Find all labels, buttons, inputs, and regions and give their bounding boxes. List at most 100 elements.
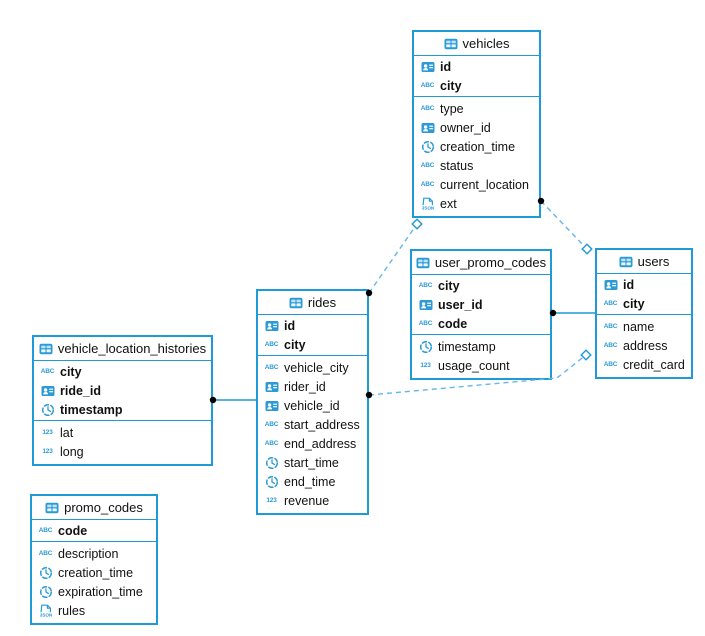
- num-icon: 123: [420, 362, 431, 369]
- table-row[interactable]: ABC start_address: [258, 415, 367, 434]
- abc-icon: ABC: [264, 364, 279, 371]
- table-row[interactable]: ABC city: [412, 276, 550, 295]
- abc-icon: ABC: [603, 361, 618, 368]
- table-row[interactable]: JSON rules: [32, 601, 156, 620]
- table-row[interactable]: ABC vehicle_city: [258, 358, 367, 377]
- abc-icon: ABC: [603, 323, 618, 330]
- table-header[interactable]: user_promo_codes: [412, 251, 550, 275]
- column-name: revenue: [284, 493, 330, 508]
- primary-key-section: ABC city user_id ABC code: [412, 275, 550, 335]
- table-row[interactable]: owner_id: [414, 118, 539, 137]
- table-header[interactable]: promo_codes: [32, 496, 156, 520]
- columns-section: timestamp 123 usage_count: [412, 335, 550, 378]
- table-title: rides: [307, 295, 337, 310]
- table-row[interactable]: rider_id: [258, 377, 367, 396]
- table-row[interactable]: 123 lat: [34, 423, 211, 442]
- abc-icon: ABC: [418, 320, 433, 327]
- id-badge-icon: [263, 380, 280, 394]
- table-header[interactable]: vehicles: [414, 32, 539, 56]
- column-name: credit_card: [623, 357, 685, 372]
- table-row[interactable]: ABC address: [597, 336, 691, 355]
- table-row[interactable]: creation_time: [32, 563, 156, 582]
- table-row[interactable]: end_time: [258, 472, 367, 491]
- table-row[interactable]: ABC city: [414, 76, 539, 95]
- entity-table-user-promo-codes[interactable]: user_promo_codes ABC city user_id ABC co…: [410, 249, 552, 380]
- table-row[interactable]: id: [597, 275, 691, 294]
- entity-table-vehicle-location-histories[interactable]: vehicle_location_histories ABC city ride…: [32, 335, 213, 466]
- table-row[interactable]: vehicle_id: [258, 396, 367, 415]
- column-name: id: [440, 59, 452, 74]
- column-name: code: [58, 523, 88, 538]
- table-row[interactable]: ABC type: [414, 99, 539, 118]
- table-row[interactable]: expiration_time: [32, 582, 156, 601]
- table-row[interactable]: 123 usage_count: [412, 356, 550, 375]
- table-title: user_promo_codes: [434, 255, 547, 270]
- abc-icon: ABC: [603, 300, 618, 307]
- table-row[interactable]: JSON ext: [414, 194, 539, 213]
- primary-key-section: ABC code: [32, 520, 156, 542]
- table-title: users: [637, 254, 670, 269]
- table-row[interactable]: ABC description: [32, 544, 156, 563]
- entity-table-rides[interactable]: rides id ABC city ABC vehicle_city rider…: [256, 289, 369, 515]
- table-row[interactable]: timestamp: [412, 337, 550, 356]
- column-name: end_address: [284, 436, 357, 451]
- table-row[interactable]: ABC code: [32, 521, 156, 540]
- table-header[interactable]: vehicle_location_histories: [34, 337, 211, 361]
- table-title: vehicles: [462, 36, 510, 51]
- table-row[interactable]: ABC code: [412, 314, 550, 333]
- column-name: id: [623, 277, 635, 292]
- column-name: id: [284, 318, 296, 333]
- table-row[interactable]: id: [258, 316, 367, 335]
- json-icon: JSON: [419, 197, 436, 211]
- table-row[interactable]: ABC city: [258, 335, 367, 354]
- column-name: rider_id: [284, 379, 326, 394]
- abc-icon: ABC: [264, 341, 279, 348]
- entity-table-vehicles[interactable]: vehicles id ABC city ABC type owner_id: [412, 30, 541, 218]
- entity-table-promo-codes[interactable]: promo_codes ABC code ABC description cre…: [30, 494, 158, 625]
- relation-diamond-endpoint: [580, 349, 592, 361]
- column-name: start_time: [284, 455, 339, 470]
- clock-icon: [39, 403, 56, 417]
- table-row[interactable]: ABC name: [597, 317, 691, 336]
- column-name: timestamp: [60, 402, 123, 417]
- table-row[interactable]: ABC city: [597, 294, 691, 313]
- column-name: address: [623, 338, 668, 353]
- column-name: city: [284, 337, 306, 352]
- column-name: ext: [440, 196, 457, 211]
- num-icon: 123: [42, 448, 53, 455]
- table-row[interactable]: id: [414, 57, 539, 76]
- column-name: creation_time: [440, 139, 516, 154]
- table-row[interactable]: ABC credit_card: [597, 355, 691, 374]
- table-row[interactable]: 123 long: [34, 442, 211, 461]
- table-row[interactable]: start_time: [258, 453, 367, 472]
- table-row[interactable]: user_id: [412, 295, 550, 314]
- table-row[interactable]: ABC current_location: [414, 175, 539, 194]
- column-name: code: [438, 316, 468, 331]
- table-header[interactable]: rides: [258, 291, 367, 315]
- column-name: ride_id: [60, 383, 101, 398]
- abc-icon: ABC: [40, 368, 55, 375]
- table-icon: [444, 37, 458, 51]
- table-row[interactable]: ABC status: [414, 156, 539, 175]
- table-row[interactable]: creation_time: [414, 137, 539, 156]
- table-row[interactable]: timestamp: [34, 400, 211, 419]
- column-name: vehicle_city: [284, 360, 349, 375]
- abc-icon: ABC: [420, 181, 435, 188]
- table-icon: [416, 256, 430, 270]
- svg-text:JSON: JSON: [421, 205, 434, 210]
- entity-table-users[interactable]: users id ABC city ABC name ABC address A…: [595, 248, 693, 379]
- columns-section: ABC type owner_id creation_time ABC stat…: [414, 97, 539, 216]
- column-name: description: [58, 546, 119, 561]
- column-name: current_location: [440, 177, 529, 192]
- primary-key-section: id ABC city: [258, 315, 367, 356]
- table-row[interactable]: 123 revenue: [258, 491, 367, 510]
- abc-icon: ABC: [418, 282, 433, 289]
- table-title: promo_codes: [64, 500, 143, 515]
- column-name: status: [440, 158, 474, 173]
- table-row[interactable]: ride_id: [34, 381, 211, 400]
- table-header[interactable]: users: [597, 250, 691, 274]
- clock-icon: [37, 585, 54, 599]
- relation-line-vehicles-to-users[interactable]: [540, 200, 588, 250]
- table-row[interactable]: ABC city: [34, 362, 211, 381]
- table-row[interactable]: ABC end_address: [258, 434, 367, 453]
